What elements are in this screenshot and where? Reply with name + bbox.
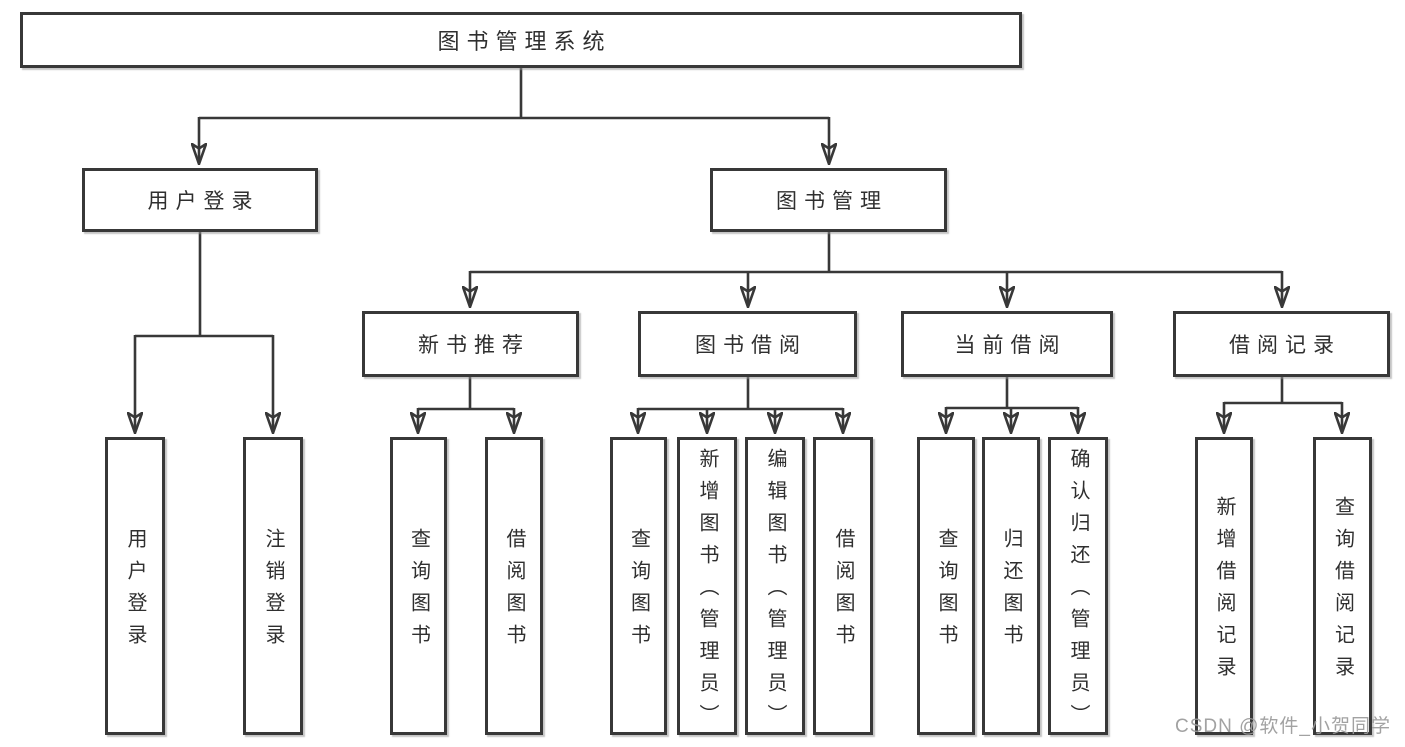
connector-root-to-level2 <box>199 68 829 162</box>
leaf-label: 新增图书（管理员） <box>696 448 718 736</box>
leaf-return-books: 归还图书 <box>982 437 1040 735</box>
leaf-user-login: 用户登录 <box>105 437 165 735</box>
leaf-borrow-books-recommend: 借阅图书 <box>485 437 543 735</box>
leaf-add-borrow-record: 新增借阅记录 <box>1195 437 1253 735</box>
connector-borrow-records-children <box>1224 377 1342 431</box>
node-current-borrow: 当前借阅 <box>901 311 1113 377</box>
leaf-label: 借阅图书 <box>503 528 525 656</box>
node-label: 借阅记录 <box>1229 334 1341 357</box>
node-user-login: 用户登录 <box>82 168 318 232</box>
node-label: 图书管理 <box>776 190 888 213</box>
leaf-borrow-books: 借阅图书 <box>813 437 873 735</box>
node-label: 新书推荐 <box>418 334 530 357</box>
node-book-management: 图书管理 <box>710 168 947 232</box>
node-label: 图书借阅 <box>695 334 807 357</box>
leaf-query-books-borrow: 查询图书 <box>610 437 667 735</box>
node-borrow-records: 借阅记录 <box>1173 311 1390 377</box>
leaf-label: 借阅图书 <box>832 528 854 656</box>
leaf-label: 查询图书 <box>935 528 957 656</box>
leaf-edit-book-admin: 编辑图书（管理员） <box>745 437 805 736</box>
connector-book-borrow-children <box>638 377 843 431</box>
leaf-label: 查询借阅记录 <box>1331 496 1354 688</box>
connector-book-management-children <box>470 232 1282 305</box>
leaf-label: 注销登录 <box>262 528 284 656</box>
leaf-logout: 注销登录 <box>243 437 303 735</box>
leaf-query-borrow-record: 查询借阅记录 <box>1313 437 1372 735</box>
leaf-label: 编辑图书（管理员） <box>764 448 786 736</box>
connector-new-book-children <box>418 377 514 431</box>
leaf-label: 用户登录 <box>124 528 146 656</box>
leaf-query-books-recommend: 查询图书 <box>390 437 447 735</box>
leaf-query-books-current: 查询图书 <box>917 437 975 735</box>
connector-current-borrow-children <box>946 377 1078 431</box>
leaf-label: 确认归还（管理员） <box>1067 448 1089 736</box>
node-label: 用户登录 <box>147 190 260 213</box>
node-root-label: 图书管理系统 <box>437 29 612 54</box>
node-new-book-recommend: 新书推荐 <box>362 311 579 377</box>
connector-user-login-children <box>135 232 273 431</box>
node-root: 图书管理系统 <box>20 12 1022 68</box>
leaf-label: 查询图书 <box>627 528 650 656</box>
leaf-confirm-return-admin: 确认归还（管理员） <box>1048 437 1108 736</box>
leaf-label: 归还图书 <box>1000 528 1022 656</box>
node-book-borrow: 图书借阅 <box>638 311 857 377</box>
leaf-label: 新增借阅记录 <box>1213 496 1235 688</box>
watermark: CSDN @软件_小贺同学 <box>1175 716 1391 737</box>
node-label: 当前借阅 <box>954 334 1067 357</box>
leaf-add-book-admin: 新增图书（管理员） <box>677 437 737 736</box>
leaf-label: 查询图书 <box>407 528 430 656</box>
